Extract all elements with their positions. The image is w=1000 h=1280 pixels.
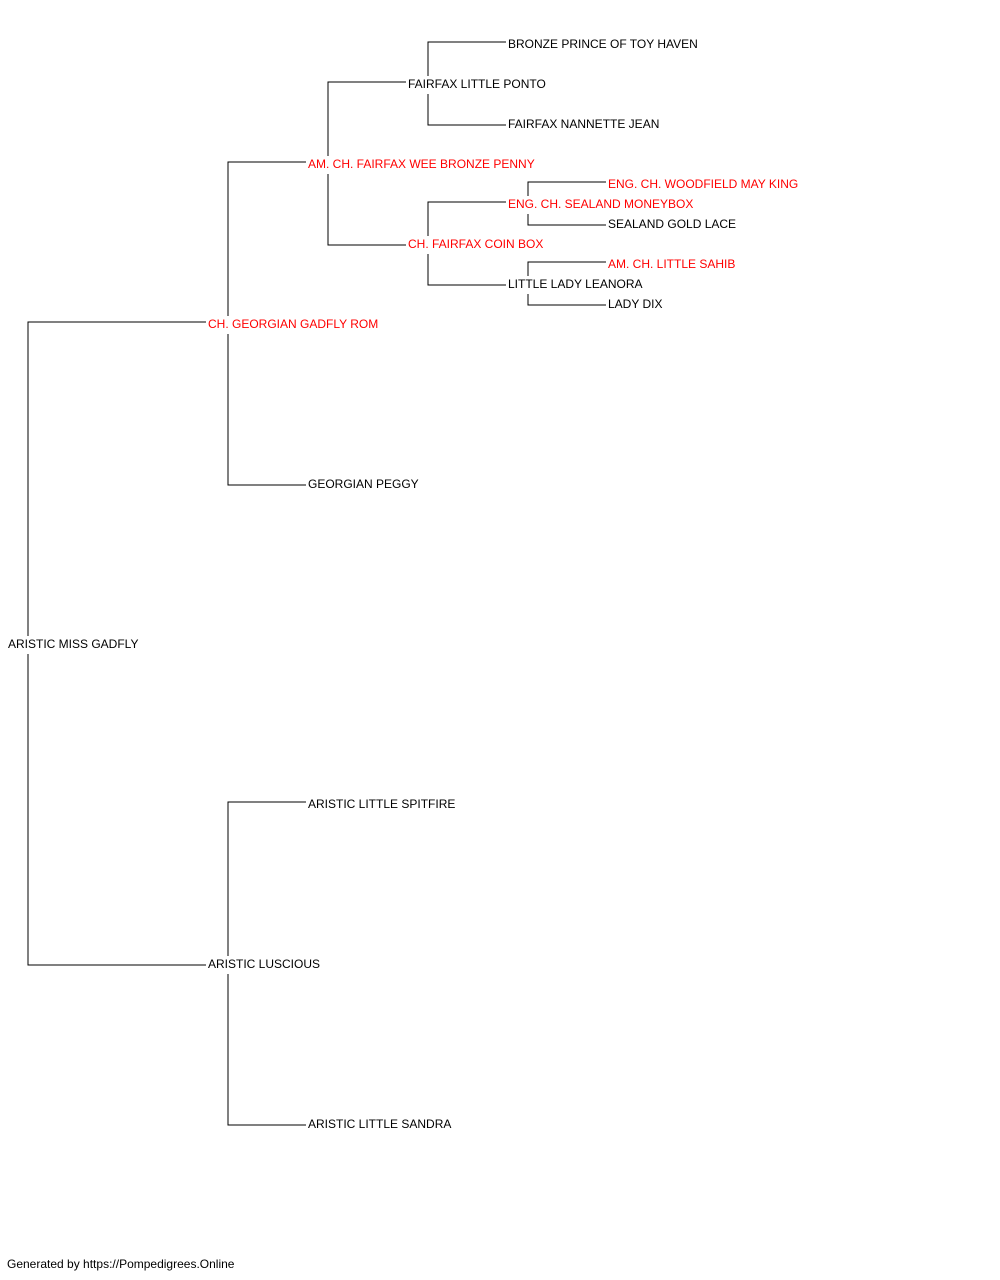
- connector-sss-dam: [427, 94, 506, 126]
- connector-sire-dam: [227, 334, 306, 486]
- pedigree-node-ssdsd: SEALAND GOLD LACE: [607, 217, 738, 231]
- pedigree-node-sire: CH. GEORGIAN GADFLY ROM: [207, 317, 380, 331]
- pedigree-node-ssd: CH. FAIRFAX COIN BOX: [407, 237, 545, 251]
- pedigree-node-ssddd: LADY DIX: [607, 297, 664, 311]
- connector-sire-sire: [227, 161, 306, 316]
- pedigree-node-ssss: BRONZE PRINCE OF TOY HAVEN: [507, 37, 699, 51]
- connector-ssdd-sire: [527, 261, 606, 276]
- pedigree-node-ssdd: LITTLE LADY LEANORA: [507, 277, 644, 291]
- pedigree-node-dam: ARISTIC LUSCIOUS: [207, 957, 322, 971]
- pedigree-node-sire-dam: GEORGIAN PEGGY: [307, 477, 420, 491]
- connector-dam-dam: [227, 974, 306, 1126]
- pedigree-node-sire-sire: AM. CH. FAIRFAX WEE BRONZE PENNY: [307, 157, 536, 171]
- pedigree-node-dam-sire: ARISTIC LITTLE SPITFIRE: [307, 797, 457, 811]
- connector-sss-sire: [427, 41, 506, 76]
- pedigree-node-ssds: ENG. CH. SEALAND MONEYBOX: [507, 197, 695, 211]
- pedigree-node-dam-dam: ARISTIC LITTLE SANDRA: [307, 1117, 453, 1131]
- generated-by-footer: Generated by https://Pompedigrees.Online: [7, 1257, 235, 1271]
- connector-ss-sire: [327, 81, 406, 156]
- connector-ss-dam: [327, 174, 406, 246]
- connector-dam-sire: [227, 801, 306, 956]
- connector-subject-sire: [27, 321, 206, 636]
- connector-ssds-sire: [527, 181, 606, 196]
- connector-ssd-dam: [427, 254, 506, 286]
- connector-ssds-dam: [527, 214, 606, 226]
- pedigree-node-subject: ARISTIC MISS GADFLY: [7, 637, 140, 651]
- connector-ssd-sire: [427, 201, 506, 236]
- connector-subject-dam: [27, 654, 206, 966]
- connector-ssdd-dam: [527, 294, 606, 306]
- pedigree-node-ssdds: AM. CH. LITTLE SAHIB: [607, 257, 737, 271]
- pedigree-node-ssdss: ENG. CH. WOODFIELD MAY KING: [607, 177, 800, 191]
- pedigree-node-sss: FAIRFAX LITTLE PONTO: [407, 77, 547, 91]
- pedigree-node-sssd: FAIRFAX NANNETTE JEAN: [507, 117, 661, 131]
